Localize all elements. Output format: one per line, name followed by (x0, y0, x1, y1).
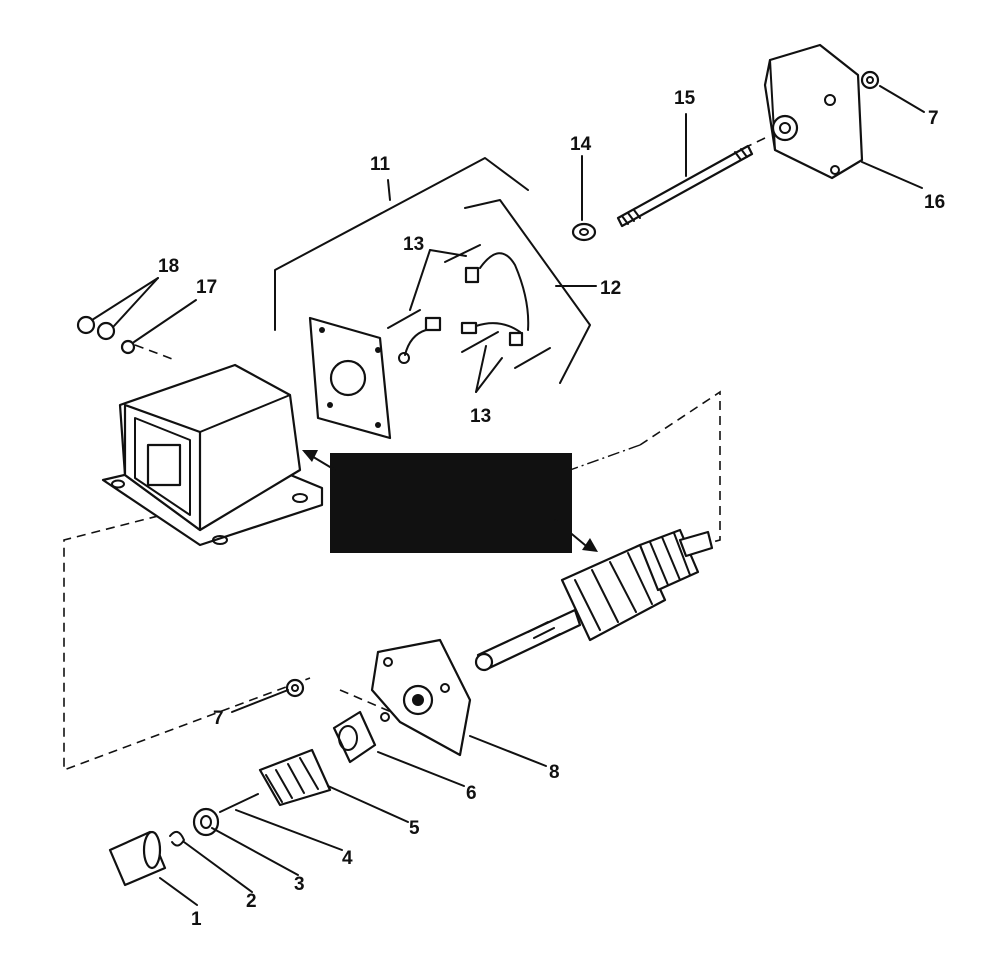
callout-7-lower: 7 (213, 708, 224, 729)
callout-13-lower: 13 (470, 406, 491, 427)
redacted-label-block (302, 450, 598, 553)
callout-8: 8 (549, 762, 560, 783)
drive-end-cap (370, 638, 472, 757)
leader-lines (91, 85, 925, 906)
group-brackets (274, 157, 591, 384)
callout-13-upper: 13 (403, 234, 424, 255)
hardware-nuts (76, 70, 880, 698)
callout-5: 5 (409, 818, 420, 839)
callout-16: 16 (924, 192, 945, 213)
callout-14: 14 (570, 134, 592, 155)
drive-assembly-parts (108, 710, 377, 887)
callout-3: 3 (294, 874, 305, 895)
callout-11: 11 (370, 154, 391, 175)
callout-15: 15 (674, 88, 696, 109)
callout-12: 12 (600, 278, 621, 299)
callout-6: 6 (466, 783, 477, 804)
callout-2: 2 (246, 891, 257, 912)
callout-7-upper: 7 (928, 108, 939, 129)
through-bolt (616, 144, 754, 228)
callout-1: 1 (191, 909, 202, 930)
callout-4: 4 (342, 848, 353, 869)
armature (474, 528, 714, 672)
brush-plate (308, 316, 392, 440)
callout-labels: 1 2 3 4 5 6 7 8 7 16 15 14 12 11 13 13 1… (158, 88, 945, 930)
brush-springs (387, 244, 551, 369)
callout-18: 18 (158, 256, 179, 277)
commutator-end-cap (763, 43, 864, 180)
washer (571, 222, 597, 242)
brush-leads (398, 252, 530, 364)
callout-17: 17 (196, 277, 217, 298)
motor-frame (101, 363, 324, 547)
